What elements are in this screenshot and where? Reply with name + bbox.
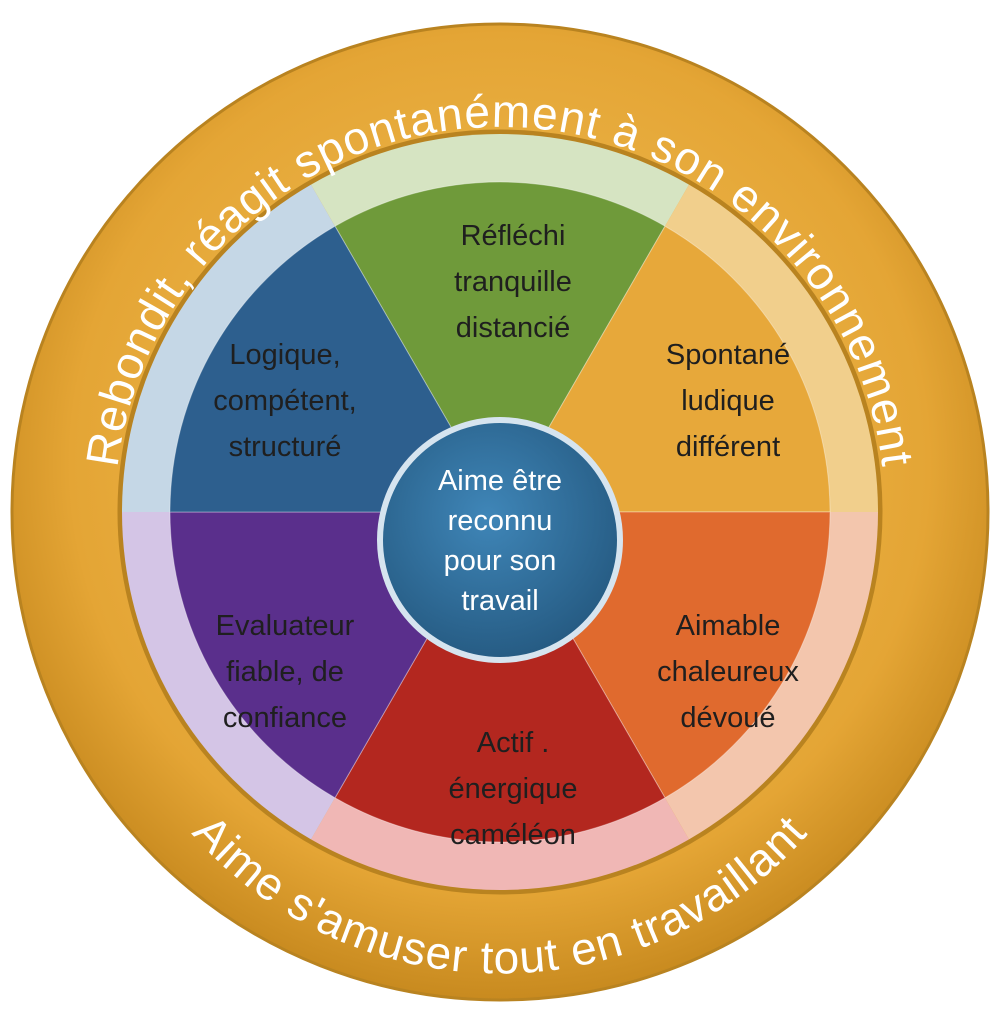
segment-aimable-label: dévoué xyxy=(680,702,775,734)
segment-logique xyxy=(169,225,501,513)
segment-logique-label: Logique, xyxy=(229,339,340,371)
segment-actif xyxy=(334,511,666,843)
segment-spontane-label: ludique xyxy=(681,385,775,417)
segment-aimable-label: chaleureux xyxy=(657,656,799,688)
segment-evaluateur-label: confiance xyxy=(223,702,347,734)
segment-reflechi xyxy=(334,181,666,513)
segment-spontane-label: différent xyxy=(676,431,780,463)
center-circle xyxy=(377,417,623,663)
segment-evaluateur-label: fiable, de xyxy=(226,656,344,688)
segment-actif-label: Actif . xyxy=(477,727,550,759)
segment-evaluateur-label: Evaluateur xyxy=(216,610,355,642)
segment-spontane xyxy=(499,225,831,513)
center-label: travail xyxy=(461,585,538,617)
segment-logique-label: compétent, xyxy=(213,385,356,417)
segment-aimable-label: Aimable xyxy=(676,610,781,642)
segment-spontane-label: Spontané xyxy=(666,339,790,371)
segment-actif-label: énergique xyxy=(449,773,578,805)
center-label: pour son xyxy=(444,545,557,577)
segment-reflechi-label: tranquille xyxy=(454,266,572,298)
segment-logique-label: structuré xyxy=(229,431,342,463)
center-label: Aime être xyxy=(438,465,562,497)
center-label: reconnu xyxy=(448,505,553,537)
segment-actif-label: caméléon xyxy=(450,819,576,851)
center-text-group: Aime être reconnu pour son travail xyxy=(438,465,562,617)
segments-group xyxy=(121,133,878,890)
segment-reflechi-label: Réfléchi xyxy=(461,220,566,252)
segment-reflechi-label: distancié xyxy=(456,312,570,344)
